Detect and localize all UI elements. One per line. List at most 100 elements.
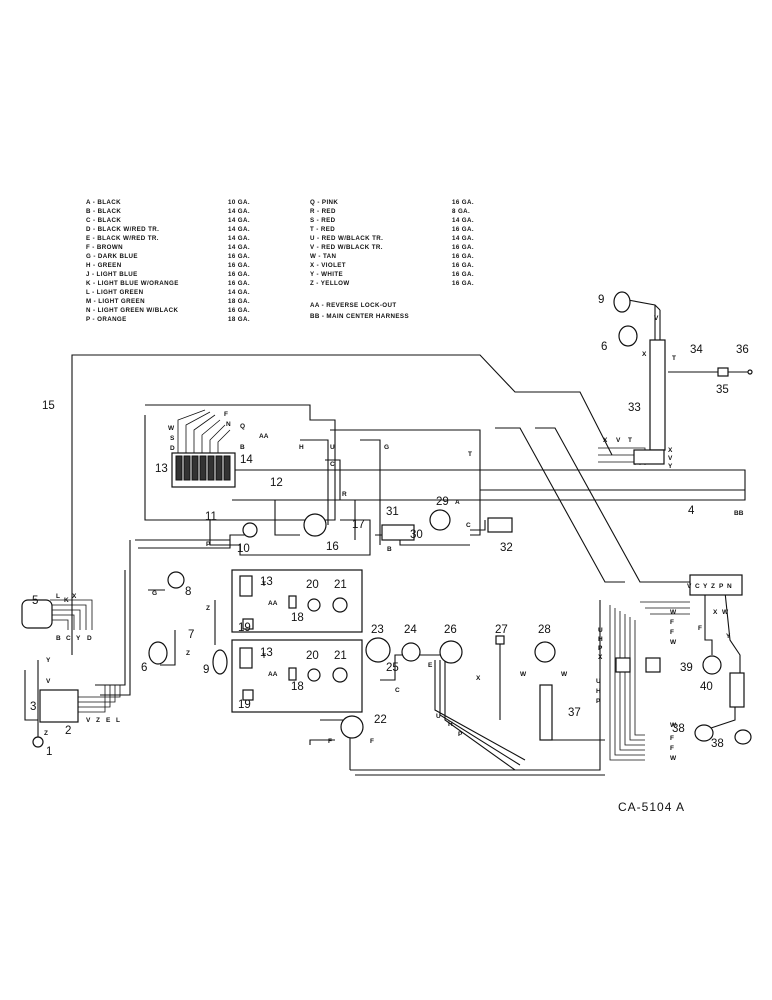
wire-routes xyxy=(24,299,750,776)
callout: 26 xyxy=(444,624,457,636)
fuse xyxy=(207,455,215,481)
legend-gauge: 16 GA. xyxy=(452,226,474,233)
wire-code: D xyxy=(87,635,92,642)
cluster5-wire xyxy=(50,609,81,630)
fuse-feed xyxy=(201,419,221,453)
legend-code: E - BLACK W/RED TR. xyxy=(86,235,159,242)
wire-code: H xyxy=(596,688,601,695)
callout: 38 xyxy=(711,738,724,750)
wire-code: F xyxy=(670,619,674,626)
legend-code: N - LIGHT GREEN W/BLACK xyxy=(86,307,179,314)
callout: 6 xyxy=(601,341,607,353)
wire-left-bracket xyxy=(24,670,38,721)
legend-gauge: 14 GA. xyxy=(228,244,250,251)
legend-gauge: 16 GA. xyxy=(228,253,250,260)
gauge-20 xyxy=(307,668,321,682)
wire-code: F xyxy=(670,735,674,742)
terminal-36 xyxy=(747,369,753,375)
legend-code: Q - PINK xyxy=(310,199,338,206)
unit-28 xyxy=(539,684,553,741)
fuse-feed xyxy=(209,424,226,453)
rear-harness-2 xyxy=(495,427,625,583)
wire-code: W xyxy=(670,722,677,729)
wire-code: F xyxy=(698,625,702,632)
wire-v-top xyxy=(627,299,661,311)
wire-code: V xyxy=(46,678,51,685)
legend-gauge: 18 GA. xyxy=(228,316,250,323)
switch-19 xyxy=(242,689,254,701)
wire-code: T xyxy=(628,437,632,444)
callout: 25 xyxy=(386,662,399,674)
sender-27 xyxy=(495,635,505,645)
right-bundle xyxy=(629,617,645,741)
callout: 7 xyxy=(188,629,194,641)
wire-code: H xyxy=(598,636,603,643)
legend-gauge: 16 GA. xyxy=(452,199,474,206)
legend-code: T - RED xyxy=(310,226,335,233)
wire-code: B xyxy=(387,546,392,553)
wire-29-32 xyxy=(470,520,486,531)
callout: 13 xyxy=(155,463,168,475)
callout: 2 xyxy=(65,725,71,737)
legend-code: P - ORANGE xyxy=(86,316,127,323)
light-9-top xyxy=(613,291,631,313)
wire-code: BB xyxy=(734,510,744,517)
wire-code: Y xyxy=(76,635,81,642)
wire-h xyxy=(439,660,521,766)
wire-code: Z xyxy=(186,650,190,657)
callout: 19 xyxy=(238,699,251,711)
legend-code: R - RED xyxy=(310,208,336,215)
callout: 5 xyxy=(32,595,38,607)
wire-code: P xyxy=(598,645,603,652)
callout: 32 xyxy=(500,542,513,554)
legend-gauge: 16 GA. xyxy=(452,253,474,260)
callout: 21 xyxy=(334,650,347,662)
unit-40 xyxy=(729,672,745,708)
wire-code: T xyxy=(468,451,472,458)
callout: 18 xyxy=(291,681,304,693)
rear-connector xyxy=(689,574,743,596)
wire-code: F xyxy=(224,411,228,418)
callout: 24 xyxy=(404,624,417,636)
callout: 38 xyxy=(672,723,685,735)
left-harness-4 xyxy=(138,534,250,549)
callout: 1 xyxy=(46,746,52,758)
wire-code: U xyxy=(596,678,601,685)
right-bundle xyxy=(609,605,645,761)
callout: 3 xyxy=(30,701,36,713)
plug-35 xyxy=(717,367,729,377)
callout: 31 xyxy=(386,506,399,518)
legend-gauge: 14 GA. xyxy=(452,235,474,242)
callout: 34 xyxy=(690,344,703,356)
legend-gauge: 16 GA. xyxy=(452,244,474,251)
fuse-feed xyxy=(185,411,211,453)
legend-gauge: 14 GA. xyxy=(228,208,250,215)
gauge-21 xyxy=(332,597,348,613)
panel-upper xyxy=(231,569,363,633)
relay-31 xyxy=(381,524,415,541)
wire-code: AA xyxy=(268,671,278,678)
fuse-feed xyxy=(217,429,231,453)
wire-code: W xyxy=(722,609,729,616)
main-center-harness xyxy=(232,469,746,501)
wire-code: Y xyxy=(703,583,708,590)
plug-32 xyxy=(487,517,513,533)
legend-gauge: 14 GA. xyxy=(228,217,250,224)
cluster5-wire xyxy=(50,599,93,630)
wire-code: P xyxy=(206,541,211,548)
fuse-13-small xyxy=(239,575,253,597)
wire-code: Y xyxy=(46,657,51,664)
cluster5-wire xyxy=(50,619,69,630)
wire-code: U xyxy=(330,444,335,451)
callout: 19 xyxy=(238,622,251,634)
gauge-24 xyxy=(401,642,421,662)
wire-g xyxy=(360,439,381,545)
legend-code: W - TAN xyxy=(310,253,337,260)
wire-22 xyxy=(309,739,335,745)
fuse xyxy=(183,455,191,481)
wire-code: G xyxy=(384,444,389,451)
wire-code: C xyxy=(395,687,400,694)
callout: 29 xyxy=(436,496,449,508)
callout: 20 xyxy=(306,650,319,662)
module-2 xyxy=(39,689,79,723)
